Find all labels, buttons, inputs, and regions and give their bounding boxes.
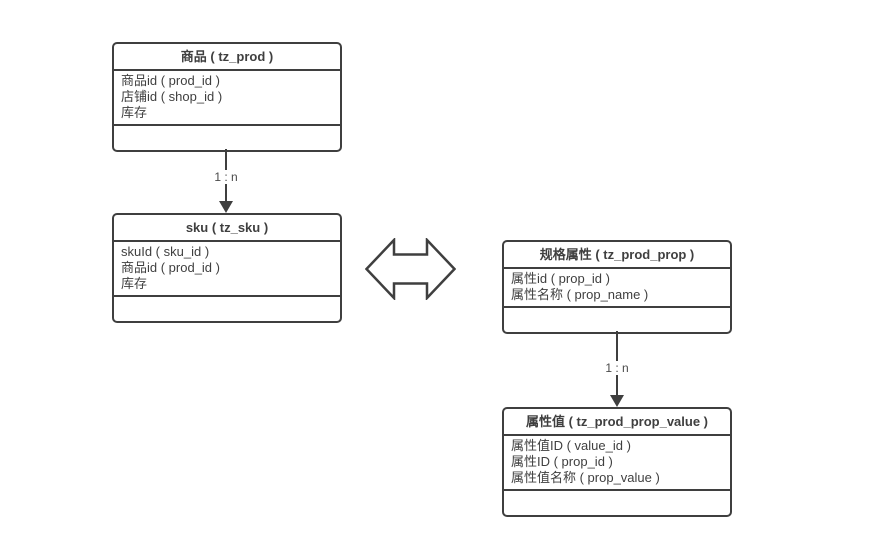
arrow-down-icon (219, 201, 233, 213)
table-field: skuId ( sku_id ) (121, 244, 210, 259)
table-field: 库存 (121, 105, 148, 120)
table-title-prod-prop: 规格属性 ( tz_prod_prop ) (504, 242, 730, 269)
table-fields-sku: skuId ( sku_id ) 商品id ( prod_id ) 库存 (114, 242, 340, 297)
table-title-sku: sku ( tz_sku ) (114, 215, 340, 242)
entity-table-prod-prop: 规格属性 ( tz_prod_prop ) 属性id ( prop_id ) 属… (502, 240, 732, 334)
table-field: 商品id ( prod_id ) (121, 260, 220, 275)
entity-table-prod: 商品 ( tz_prod ) 商品id ( prod_id ) 店铺id ( s… (112, 42, 342, 152)
entity-table-sku: sku ( tz_sku ) skuId ( sku_id ) 商品id ( p… (112, 213, 342, 323)
relation-prod-to-sku: 1 : n (191, 149, 261, 213)
arrow-down-icon (610, 395, 624, 407)
table-empty-section (114, 126, 340, 150)
table-fields-prod-prop-value: 属性值ID ( value_id ) 属性ID ( prop_id ) 属性值名… (504, 436, 730, 491)
table-field: 属性值ID ( value_id ) (511, 438, 631, 453)
table-fields-prod: 商品id ( prod_id ) 店铺id ( shop_id ) 库存 (114, 71, 340, 126)
table-field: 店铺id ( shop_id ) (121, 89, 223, 104)
table-empty-section (504, 308, 730, 332)
table-field: 属性id ( prop_id ) (511, 271, 610, 286)
relation-cardinality-label: 1 : n (211, 170, 241, 184)
table-title-prod-prop-value: 属性值 ( tz_prod_prop_value ) (504, 409, 730, 436)
entity-table-prod-prop-value: 属性值 ( tz_prod_prop_value ) 属性值ID ( value… (502, 407, 732, 517)
table-empty-section (114, 297, 340, 321)
relation-prop-to-prop-value: 1 : n (582, 331, 652, 407)
table-empty-section (504, 491, 730, 515)
table-field: 属性值名称 ( prop_value ) (511, 470, 660, 485)
relation-cardinality-label: 1 : n (602, 361, 632, 375)
table-field: 库存 (121, 276, 148, 291)
bidirectional-arrow-icon (365, 238, 456, 300)
table-title-prod: 商品 ( tz_prod ) (114, 44, 340, 71)
table-field: 商品id ( prod_id ) (121, 73, 220, 88)
table-field: 属性ID ( prop_id ) (511, 454, 613, 469)
table-fields-prod-prop: 属性id ( prop_id ) 属性名称 ( prop_name ) (504, 269, 730, 308)
table-field: 属性名称 ( prop_name ) (511, 287, 649, 302)
